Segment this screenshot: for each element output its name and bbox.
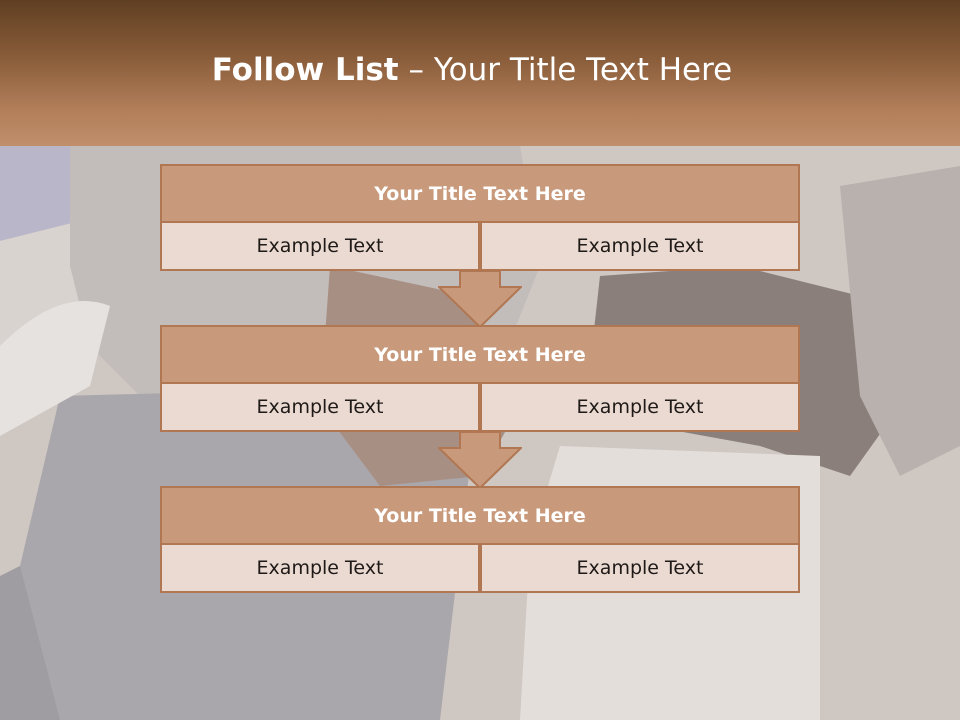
step-cell-2-right: Example Text <box>480 382 800 432</box>
step-title-2: Your Title Text Here <box>160 325 800 384</box>
step-cell-1-left: Example Text <box>160 221 480 271</box>
step-cell-3-right: Example Text <box>480 543 800 593</box>
title-banner: Follow List – Your Title Text Here <box>0 0 960 146</box>
step-box-1: Your Title Text Here Example Text Exampl… <box>160 164 800 271</box>
down-arrow-icon-1 <box>438 270 522 328</box>
step-box-3: Your Title Text Here Example Text Exampl… <box>160 486 800 593</box>
slide-title-main: Follow List <box>211 52 399 88</box>
slide-title-sub: – Your Title Text Here <box>408 52 733 88</box>
step-cell-1-right: Example Text <box>480 221 800 271</box>
step-title-3: Your Title Text Here <box>160 486 800 545</box>
step-title-1: Your Title Text Here <box>160 164 800 223</box>
step-cell-3-left: Example Text <box>160 543 480 593</box>
step-box-2: Your Title Text Here Example Text Exampl… <box>160 325 800 432</box>
down-arrow-icon-2 <box>438 431 522 489</box>
step-cell-2-left: Example Text <box>160 382 480 432</box>
slide-title: Follow List – Your Title Text Here <box>0 52 944 88</box>
